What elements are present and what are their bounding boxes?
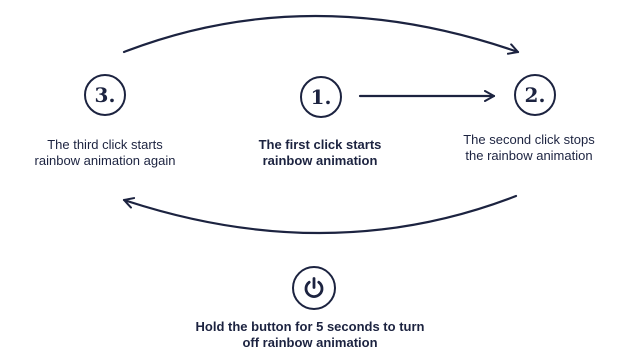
step-3-caption-line-2: rainbow animation again [34, 153, 176, 168]
arrow-step2-to-step3 [122, 194, 518, 235]
power-icon [304, 277, 324, 298]
step-2-caption: The second click stops the rainbow anima… [440, 132, 618, 164]
step-3-caption-line-1: The third click starts [47, 137, 163, 152]
arrow-step3-to-step2 [122, 14, 520, 55]
step-2-caption-line-1: The second click stops [463, 132, 595, 147]
step-1-badge: 1. [300, 76, 342, 118]
step-2-caption-line-2: the rainbow animation [465, 148, 593, 163]
step-1-caption: The first click starts rainbow animation [220, 137, 420, 169]
hold-caption-line-1: Hold the button for 5 seconds to turn [195, 319, 425, 334]
hold-caption-line-2: off rainbow animation [242, 335, 378, 350]
hold-caption: Hold the button for 5 seconds to turn of… [150, 319, 470, 351]
step-3-badge: 3. [84, 74, 126, 116]
step-1-caption-line-2: rainbow animation [262, 153, 378, 168]
power-button[interactable] [292, 266, 336, 310]
step-1-caption-line-1: The first click starts [258, 137, 382, 152]
step-2-badge: 2. [514, 74, 556, 116]
step-3-caption: The third click starts rainbow animation… [10, 137, 200, 169]
